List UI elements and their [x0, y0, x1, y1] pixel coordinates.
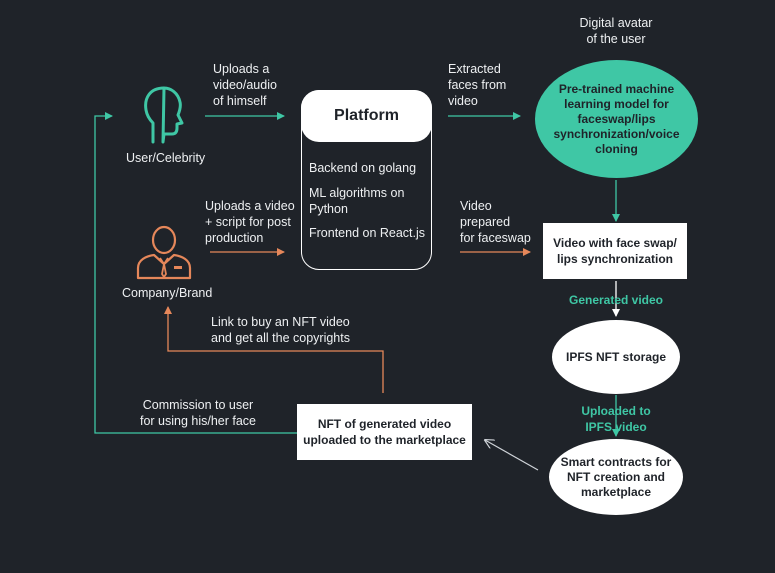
digital-avatar-line-2: of the user: [586, 32, 646, 46]
video-prepared-line-2: prepared: [460, 215, 511, 229]
ml-model-line-2: learning model for: [564, 96, 669, 111]
platform-item-frontend: Frontend on React.js: [309, 226, 426, 240]
ml-model-node: Pre-trained machine learning model for f…: [535, 60, 698, 178]
platform-item-ml-line-1: ML algorithms on: [309, 186, 405, 200]
nft-marketplace-line-1: NFT of generated video: [317, 417, 452, 431]
digital-avatar-line-1: Digital avatar: [579, 16, 653, 30]
extracted-faces-line-2: faces from: [448, 78, 507, 92]
uploads-video-audio-line-1: Uploads a: [213, 62, 270, 76]
smart-contracts-line-1: Smart contracts for: [560, 454, 672, 469]
video-prepared-line-1: Video: [460, 199, 492, 213]
link-to-buy-line-2: and get all the copyrights: [211, 331, 350, 345]
nft-marketplace-node: NFT of generated video uploaded to the m…: [297, 404, 472, 460]
user-celebrity-label: User/Celebrity: [126, 151, 206, 165]
uploads-video-audio-line-2: video/audio: [213, 78, 277, 92]
uploaded-ipfs-line-1: Uploaded to: [581, 404, 651, 418]
ipfs-storage-node: IPFS NFT storage: [552, 320, 680, 394]
video-faceswap-node: Video with face swap/ lips synchronizati…: [543, 223, 687, 279]
ml-model-line-1: Pre-trained machine: [558, 81, 675, 96]
ml-model-line-4: synchronization/voice: [553, 126, 680, 141]
head-silhouette-icon: [144, 86, 184, 144]
uploads-video-audio-line-3: of himself: [213, 94, 267, 108]
generated-video-label: Generated video: [568, 293, 664, 307]
commission-line-1: Commission to user: [142, 398, 254, 412]
uploaded-ipfs-line-2: IPFS video: [585, 420, 647, 434]
video-prepared-line-3: for faceswap: [460, 231, 531, 245]
video-faceswap-line-1: Video with face swap/: [553, 236, 677, 250]
ml-model-line-5: cloning: [595, 141, 638, 156]
smart-contracts-line-3: marketplace: [580, 484, 652, 499]
arrow-marketplace-to-company: [164, 306, 384, 393]
commission-line-2: for using his/her face: [139, 414, 257, 428]
link-to-buy-line-1: Link to buy an NFT video: [211, 315, 350, 329]
platform-item-backend: Backend on golang: [309, 161, 417, 175]
uploads-video-script-line-1: Uploads a video: [205, 199, 295, 213]
smart-contracts-line-2: NFT creation and: [566, 469, 665, 484]
arrow-contracts-to-marketplace: [485, 440, 539, 471]
video-faceswap-line-2: lips synchronization: [556, 252, 673, 266]
platform-item-ml-line-2: Python: [309, 202, 348, 216]
ml-model-line-3: faceswap/lips: [577, 111, 656, 126]
nft-marketplace-line-2: uploaded to the marketplace: [303, 433, 466, 447]
company-brand-label: Company/Brand: [122, 286, 213, 300]
smart-contracts-node: Smart contracts for NFT creation and mar…: [549, 439, 683, 515]
platform-title: Platform: [301, 90, 432, 142]
extracted-faces-line-3: video: [448, 94, 478, 108]
uploads-video-script-line-3: production: [205, 231, 264, 245]
uploads-video-script-line-2: + script for post: [205, 215, 291, 229]
extracted-faces-line-1: Extracted: [448, 62, 501, 76]
ipfs-storage-text: IPFS NFT storage: [565, 349, 666, 364]
arrow-marketplace-to-user: [94, 112, 297, 434]
businessman-icon: [136, 225, 192, 280]
